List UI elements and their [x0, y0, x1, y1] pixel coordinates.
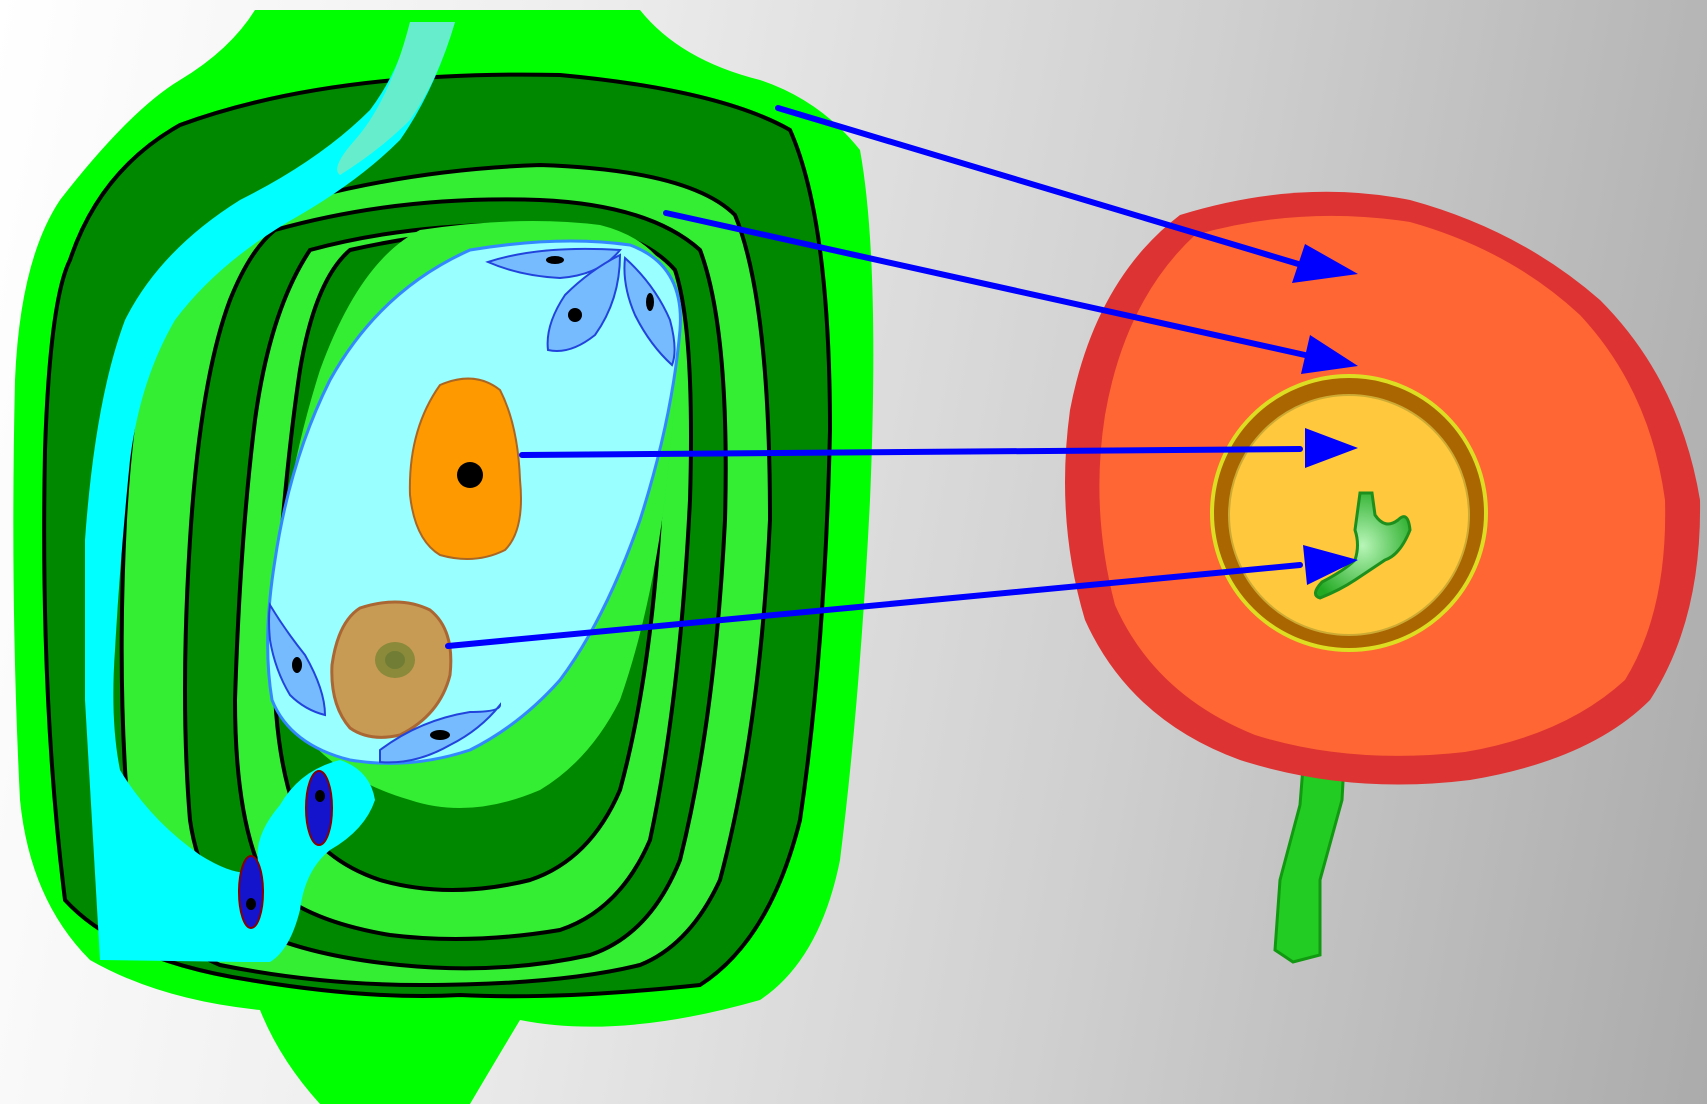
- antipodal-nucleus-3: [646, 293, 654, 311]
- synergid-nucleus-2: [430, 730, 450, 740]
- sperm-cell-2: [239, 856, 263, 928]
- central-cell-nucleus: [457, 462, 483, 488]
- sperm-nucleus-2: [246, 898, 256, 910]
- endosperm: [1229, 395, 1469, 635]
- egg-nucleolus: [385, 651, 405, 669]
- sperm-cell-1: [306, 771, 332, 845]
- antipodal-nucleus-2: [568, 308, 582, 322]
- ovule-diagram: [13, 10, 873, 1104]
- antipodal-nucleus-1: [546, 256, 564, 264]
- synergid-nucleus-1: [292, 657, 302, 673]
- sperm-nucleus-1: [315, 790, 325, 802]
